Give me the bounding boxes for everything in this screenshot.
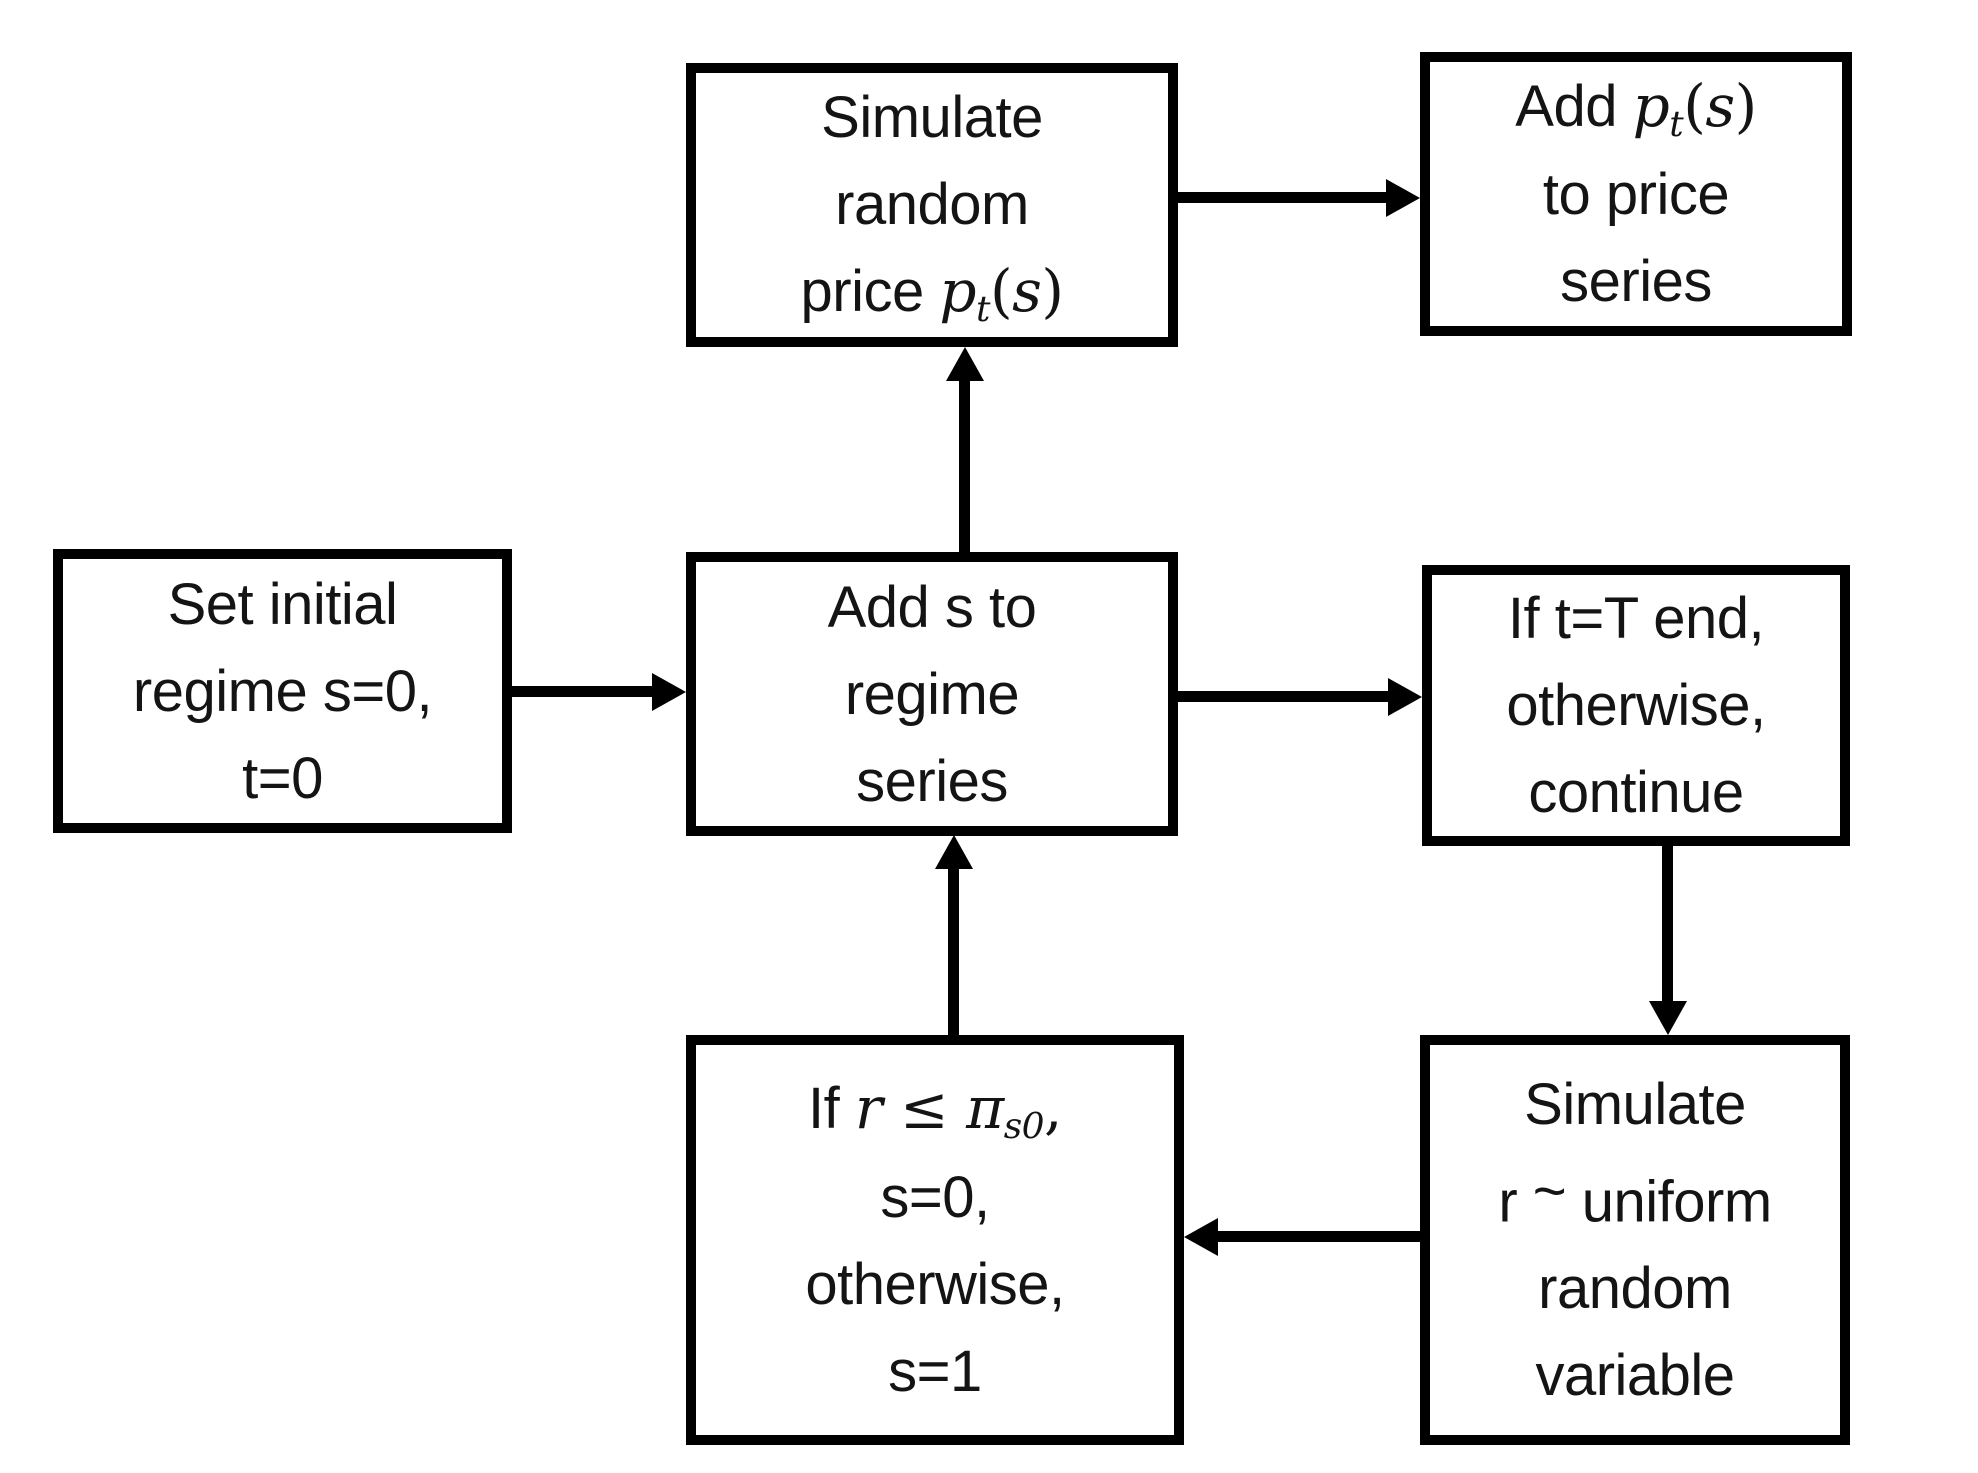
text-run: price [800, 258, 940, 324]
node-line: Add s to [827, 574, 1037, 640]
node-line: variable [1535, 1343, 1735, 1409]
math-p: p [939, 256, 976, 325]
node-line: If t=T end, [1507, 586, 1765, 651]
node-line: price pt(s) [793, 248, 1072, 337]
math-paren-open: ( [1683, 71, 1706, 140]
math-leq: ≤ [882, 1074, 967, 1142]
arrow-head [935, 835, 973, 869]
arrow-shaft [948, 867, 959, 1035]
node-line: series [856, 748, 1008, 814]
node-line: Simulate [821, 84, 1043, 150]
math-p-subscript: t [975, 288, 990, 330]
math-p-subscript: t [1669, 103, 1684, 145]
node-line: random [835, 171, 1029, 237]
arrow-head [1388, 678, 1422, 716]
math-comma: , [1044, 1074, 1062, 1142]
math-s: s [1012, 256, 1042, 325]
node-line: otherwise, [805, 1251, 1065, 1317]
math-r: r [854, 1074, 883, 1142]
text-run: uniform [1566, 1169, 1772, 1235]
node-add-price: Add pt(s) to price series [1420, 52, 1852, 336]
math-tilde: ~ [1532, 1158, 1567, 1224]
math-p: p [1632, 71, 1670, 140]
node-line: r ~ uniform [1490, 1148, 1779, 1245]
node-add-regime: Add s to regime series [686, 552, 1178, 836]
arrow-shaft [1178, 192, 1388, 203]
node-line: t=0 [242, 745, 323, 811]
math-pi: π [966, 1074, 1004, 1142]
node-line: Simulate [1524, 1071, 1746, 1137]
node-line: s=1 [888, 1338, 982, 1404]
node-check-end: If t=T end, otherwise, continue [1422, 565, 1850, 846]
node-line: to price [1542, 162, 1730, 228]
node-line: Add pt(s) [1507, 63, 1764, 152]
math-paren-open: ( [989, 256, 1013, 325]
arrow-shaft [1178, 691, 1390, 702]
arrow-shaft [1216, 1231, 1420, 1242]
arrow-head [1184, 1218, 1218, 1256]
node-line: regime s=0, [132, 658, 433, 724]
arrow-shaft [512, 686, 654, 697]
node-simulate-price: Simulate random price pt(s) [686, 63, 1178, 347]
node-line: series [1560, 249, 1712, 315]
node-line: Set initial [167, 571, 398, 637]
arrow-head [1386, 179, 1420, 217]
node-line: random [1538, 1256, 1732, 1322]
math-paren-close: ) [1734, 71, 1758, 140]
arrow-head [946, 347, 984, 381]
arrow-head [1649, 1001, 1687, 1035]
node-set-initial: Set initial regime s=0, t=0 [53, 549, 512, 833]
arrow-shaft [1662, 845, 1673, 1003]
math-paren-close: ) [1041, 256, 1064, 325]
node-line: continue [1528, 760, 1744, 825]
arrow-head [652, 673, 686, 711]
text-run: If [808, 1076, 855, 1141]
node-regime-switch: If r ≤ πs0, s=0, otherwise, s=1 [686, 1035, 1184, 1445]
text-run: Add [1515, 73, 1633, 139]
node-line: s=0, [880, 1164, 990, 1230]
math-pi-subscript: s0 [1003, 1106, 1045, 1148]
math-s: s [1705, 71, 1735, 140]
text-run: r [1498, 1169, 1533, 1235]
node-line: otherwise, [1506, 673, 1766, 738]
node-line: If r ≤ πs0, [800, 1065, 1070, 1154]
node-simulate-uniform: Simulate r ~ uniform random variable [1420, 1035, 1850, 1445]
node-line: regime [844, 661, 1020, 727]
arrow-shaft [959, 379, 970, 552]
